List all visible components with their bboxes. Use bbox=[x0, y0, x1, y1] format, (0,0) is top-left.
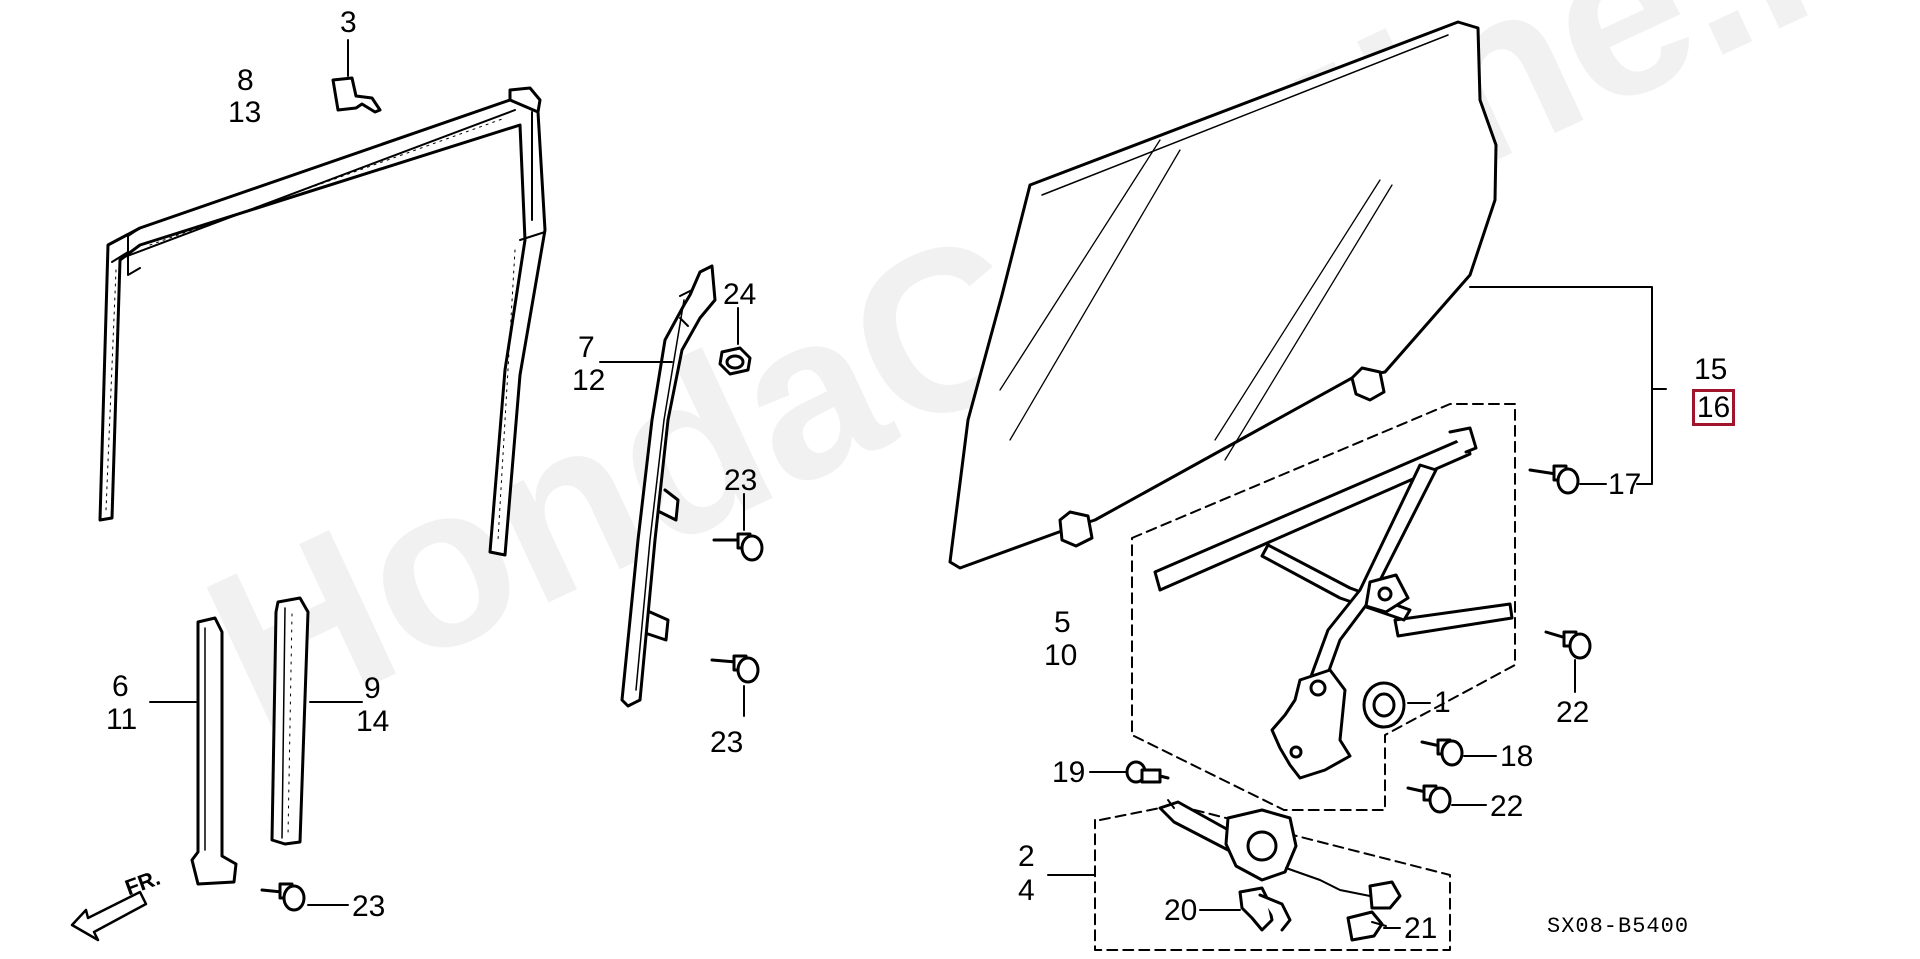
bolt-part-22-lower bbox=[1406, 784, 1452, 814]
label-part-22-lower: 22 bbox=[1490, 790, 1524, 823]
label-part-13: 13 bbox=[228, 96, 262, 129]
clip-part-3 bbox=[331, 76, 382, 114]
bolt-part-23-upper bbox=[712, 532, 764, 562]
label-part-18: 18 bbox=[1500, 740, 1534, 773]
label-part-11: 11 bbox=[106, 703, 138, 736]
label-part-21: 21 bbox=[1404, 912, 1438, 945]
bolt-part-19 bbox=[1125, 760, 1170, 784]
label-part-23-lower: 23 bbox=[352, 890, 386, 923]
run-channel bbox=[620, 264, 717, 708]
bolt-part-18 bbox=[1420, 738, 1464, 767]
bolt-part-23-middle bbox=[710, 654, 760, 684]
label-part-1: 1 bbox=[1434, 686, 1451, 719]
label-part-16-highlighted[interactable]: 16 bbox=[1692, 389, 1735, 426]
bolt-part-23-lower bbox=[260, 882, 306, 912]
label-part-7: 7 bbox=[578, 331, 595, 364]
regulator-motor bbox=[1158, 799, 1402, 910]
label-part-5: 5 bbox=[1054, 606, 1071, 639]
front-direction-arrow bbox=[70, 890, 148, 942]
bolt-part-22-upper bbox=[1544, 630, 1592, 660]
label-part-10: 10 bbox=[1044, 639, 1078, 672]
label-part-23-upper: 23 bbox=[724, 464, 758, 497]
label-part-12: 12 bbox=[572, 364, 606, 397]
label-part-9: 9 bbox=[364, 672, 381, 705]
label-part-14: 14 bbox=[356, 705, 390, 738]
label-part-6: 6 bbox=[112, 670, 129, 703]
sash-post bbox=[190, 616, 238, 886]
label-part-22-upper: 22 bbox=[1556, 696, 1590, 729]
harness-clip-part-20 bbox=[1238, 886, 1292, 932]
bolt-part-17 bbox=[1528, 464, 1580, 495]
label-part-20: 20 bbox=[1164, 894, 1198, 927]
nut-part-24 bbox=[718, 346, 752, 376]
label-part-17: 17 bbox=[1608, 468, 1642, 501]
roller-part-1 bbox=[1362, 681, 1406, 729]
label-part-24: 24 bbox=[723, 278, 757, 311]
label-part-2: 2 bbox=[1018, 840, 1035, 873]
diagram-code: SX08-B5400 bbox=[1547, 914, 1690, 939]
door-glass bbox=[948, 20, 1498, 570]
label-part-3: 3 bbox=[340, 6, 357, 39]
door-sash-channel bbox=[98, 86, 547, 557]
label-part-23-middle: 23 bbox=[710, 726, 744, 759]
label-part-15: 15 bbox=[1694, 353, 1728, 386]
label-part-4: 4 bbox=[1018, 874, 1035, 907]
clip-part-21 bbox=[1346, 910, 1387, 942]
label-part-8: 8 bbox=[237, 64, 254, 97]
label-part-19: 19 bbox=[1052, 756, 1086, 789]
window-regulator bbox=[1153, 426, 1514, 780]
weatherstrip-post bbox=[270, 596, 310, 846]
